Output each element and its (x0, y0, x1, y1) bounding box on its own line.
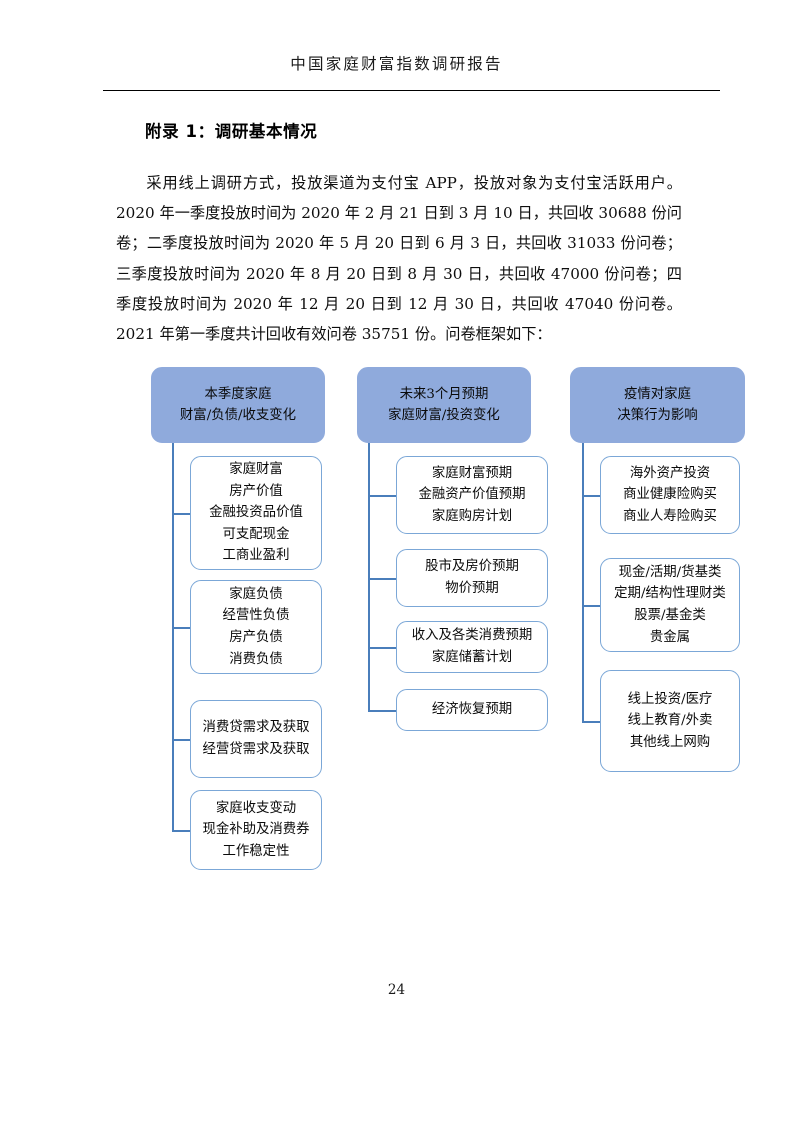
diagram-child-node: 家庭财富预期金融资产价值预期家庭购房计划 (396, 456, 548, 534)
diagram-child-line: 商业人寿险购买 (623, 508, 717, 524)
diagram-connector-stub (582, 605, 600, 607)
diagram-child-node: 股市及房价预期物价预期 (396, 549, 548, 607)
diagram-child-node: 线上投资/医疗线上教育/外卖其他线上网购 (600, 670, 740, 772)
diagram-child-line: 家庭购房计划 (431, 508, 513, 524)
diagram-child-line: 消费贷需求及获取 (202, 720, 310, 736)
diagram-child-node: 家庭财富房产价值金融投资品价值可支配现金工商业盈利 (190, 456, 322, 570)
diagram-child-line: 房产负债 (229, 630, 283, 645)
diagram-child-line: 经营性负债 (222, 608, 290, 624)
diagram-connector-stub (172, 513, 190, 515)
diagram-child-line: 家庭储蓄计划 (431, 650, 513, 665)
diagram-connector-stub (172, 627, 190, 629)
diagram-child-line: 线上教育/外卖 (627, 713, 713, 729)
diagram-child-line: 其他线上网购 (629, 734, 711, 750)
diagram-head-node-2: 未来3个月预期家庭财富/投资变化 (357, 367, 531, 443)
diagram-child-line: 工作稳定性 (222, 843, 290, 859)
diagram-child-line: 家庭收支变动 (215, 800, 297, 816)
diagram-child-line: 物价预期 (445, 581, 499, 596)
diagram-child-line: 房产价值 (229, 483, 283, 499)
diagram-connector-stub (172, 739, 190, 741)
diagram-head-node-3: 疫情对家庭决策行为影响 (570, 367, 745, 443)
diagram-child-line: 商业健康险购买 (623, 487, 717, 503)
diagram-child-node: 海外资产投资商业健康险购买商业人寿险购买 (600, 456, 740, 534)
diagram-child-line: 股票/基金类 (634, 608, 706, 623)
diagram-connector-trunk-2 (368, 443, 370, 710)
diagram-child-line: 可支配现金 (222, 526, 290, 542)
diagram-child-line: 现金/活期/货基类 (618, 564, 722, 580)
diagram-connector-stub (368, 710, 396, 712)
diagram-child-line: 经济恢复预期 (431, 702, 513, 718)
diagram-connector-stub (582, 721, 600, 723)
diagram-child-node: 收入及各类消费预期家庭储蓄计划 (396, 621, 548, 673)
diagram-child-node: 消费贷需求及获取经营贷需求及获取 (190, 700, 322, 778)
diagram-connector-stub (582, 495, 600, 497)
diagram-child-line: 股市及房价预期 (425, 559, 519, 575)
diagram-child-line: 海外资产投资 (629, 465, 711, 481)
body-paragraph: 采用线上调研方式，投放渠道为支付宝 APP，投放对象为支付宝活跃用户。2020 … (116, 174, 682, 344)
diagram-child-node: 现金/活期/货基类定期/结构性理财类股票/基金类贵金属 (600, 558, 740, 652)
diagram-connector-stub (368, 578, 396, 580)
diagram-head-line: 家庭财富/投资变化 (388, 408, 500, 423)
diagram-head-line: 本季度家庭 (204, 387, 272, 402)
diagram-child-node: 家庭负债经营性负债房产负债消费负债 (190, 580, 322, 674)
page-number: 24 (387, 982, 406, 998)
page-title: 附录 1：调研基本情况 (145, 122, 318, 141)
diagram-child-line: 消费负债 (229, 651, 283, 667)
diagram-connector-stub (368, 495, 396, 497)
diagram-child-line: 金融投资品价值 (209, 505, 303, 521)
diagram-connector-trunk-3 (582, 443, 584, 721)
diagram-head-line: 决策行为影响 (617, 408, 698, 423)
diagram-head-line: 未来3个月预期 (399, 387, 489, 402)
diagram-child-node: 家庭收支变动现金补助及消费券工作稳定性 (190, 790, 322, 870)
diagram-connector-stub (172, 830, 190, 832)
diagram-child-line: 家庭负债 (229, 586, 283, 602)
diagram-child-line: 工商业盈利 (222, 548, 290, 564)
diagram-head-line: 财富/负债/收支变化 (179, 408, 297, 423)
diagram-child-line: 家庭财富预期 (431, 465, 513, 481)
diagram-child-line: 线上投资/医疗 (627, 691, 713, 707)
diagram-child-line: 收入及各类消费预期 (411, 628, 533, 644)
running-header-title: 中国家庭财富指数调研报告 (290, 55, 503, 73)
diagram-child-line: 家庭财富 (229, 462, 283, 478)
diagram-child-node: 经济恢复预期 (396, 689, 548, 731)
diagram-head-line: 疫情对家庭 (624, 387, 691, 402)
diagram-connector-trunk-1 (172, 443, 174, 830)
diagram-child-line: 定期/结构性理财类 (614, 586, 726, 602)
diagram-connector-stub (368, 647, 396, 649)
diagram-child-line: 金融资产价值预期 (418, 487, 526, 503)
diagram-head-node-1: 本季度家庭财富/负债/收支变化 (151, 367, 325, 443)
diagram-child-line: 经营贷需求及获取 (202, 742, 310, 757)
diagram-child-line: 现金补助及消费券 (202, 822, 310, 838)
diagram-child-line: 贵金属 (649, 629, 691, 645)
header-rule-divider (103, 90, 720, 91)
